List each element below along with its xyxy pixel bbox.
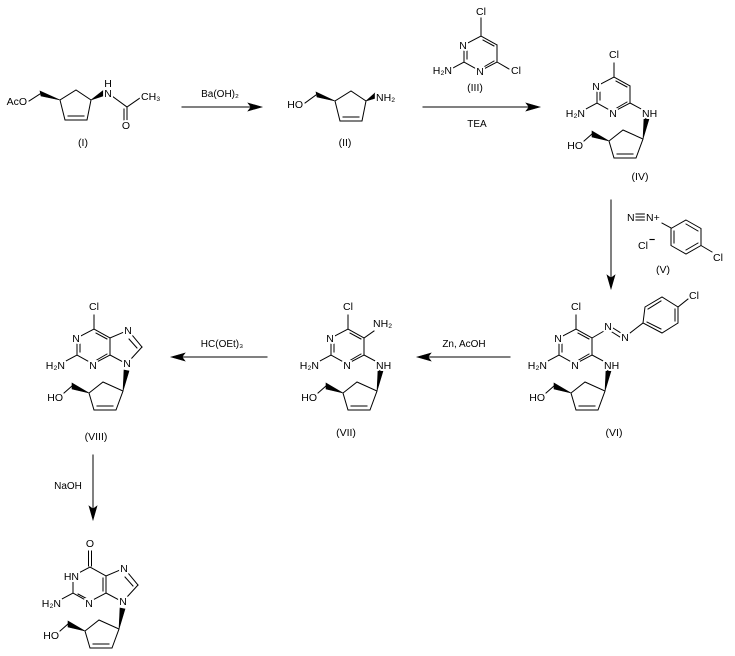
- atom-n9: N: [119, 596, 127, 608]
- double-bonds: [333, 332, 362, 362]
- atom-cl-right: Cl: [511, 65, 521, 77]
- reaction-arrow-3: [606, 199, 616, 291]
- atom-n7: N: [120, 563, 128, 575]
- atom-n9: N: [123, 358, 131, 370]
- compound-VI: Cl N N Cl N N H₂N NH HO: [526, 288, 701, 411]
- reaction-arrow-1: [181, 102, 264, 112]
- hydroxymethyl-cyclopentene: [59, 607, 126, 649]
- atom-hn: HN: [64, 571, 79, 583]
- atom-n3: N: [476, 66, 484, 78]
- compound-V: N N+ Cl Cl −: [625, 210, 725, 266]
- compound-III: Cl Cl N N H₂N: [431, 4, 523, 80]
- atom-n: N: [104, 88, 112, 100]
- atom-nh: NH: [604, 360, 619, 372]
- reagent-tea: TEA: [467, 119, 487, 130]
- atom-h2n: H₂N: [433, 65, 452, 77]
- compound-label-VIII: (VIII): [85, 431, 108, 443]
- hydroxymethyl-cyclopentene: [63, 369, 130, 411]
- atom-nh: NH: [376, 360, 391, 372]
- reagent-zn-acoh: Zn, AcOH: [442, 339, 485, 350]
- compound-label-IV: (IV): [632, 171, 649, 183]
- atom-h2n: H₂N: [566, 108, 585, 120]
- reagent-triethyl-orthoformate: HC(OEt)₃: [201, 339, 243, 350]
- atom-n-plus: N+: [646, 212, 660, 224]
- reaction-arrow-6: [88, 454, 98, 522]
- atom-n3: N: [89, 360, 97, 372]
- atom-cl: Cl: [89, 301, 99, 313]
- atom-h: H: [104, 78, 112, 90]
- compound-label-VII: (VII): [336, 427, 356, 439]
- atom-n1: N: [592, 81, 600, 93]
- atom-cl: Cl: [343, 301, 353, 313]
- atom-ho: HO: [529, 392, 545, 404]
- atom-o: O: [86, 538, 94, 550]
- atom-cl: Cl: [713, 252, 723, 264]
- atom-h2n: H₂N: [46, 360, 65, 372]
- atom-n1: N: [554, 333, 562, 345]
- reaction-arrow-4: [415, 352, 511, 362]
- atom-azo-n1: N: [604, 321, 612, 333]
- compound-label-II: (II): [339, 137, 352, 149]
- compound-II: HO NH₂: [285, 90, 397, 122]
- atom-ho: HO: [43, 630, 59, 642]
- atom-azo-n2: N: [621, 332, 629, 344]
- chloride-anion: Cl: [638, 240, 648, 252]
- compound-product: O HN N H₂N N N HO: [40, 536, 139, 649]
- atom-n: N: [627, 212, 635, 224]
- atom-nh2: NH₂: [373, 318, 392, 330]
- hydroxymethyl-cyclopentene: [317, 369, 384, 411]
- double-bonds: [599, 80, 628, 110]
- negative-charge: −: [649, 234, 655, 246]
- compound-label-V: (V): [656, 264, 670, 276]
- compound-label-VI: (VI): [606, 427, 623, 439]
- atom-n7: N: [124, 325, 132, 337]
- reaction-arrow-5: [169, 352, 268, 362]
- atom-ho: HO: [47, 392, 63, 404]
- atom-n3: N: [343, 360, 351, 372]
- compound-VII: NH₂ Cl N N H₂N NH HO: [298, 299, 394, 411]
- atom-n3: N: [609, 108, 617, 120]
- atom-nh: NH: [642, 108, 657, 120]
- compound-IV: Cl N N H₂N NH HO: [564, 47, 659, 159]
- atom-aco: AcO: [7, 96, 27, 108]
- atom-cl-aryl: Cl: [689, 290, 699, 302]
- atom-h2n: H₂N: [42, 598, 61, 610]
- atom-n3: N: [85, 598, 93, 610]
- atom-ho: HO: [301, 392, 317, 404]
- double-bonds: [79, 332, 108, 362]
- atom-cl: Cl: [609, 49, 619, 61]
- reaction-arrow-2: [422, 102, 542, 112]
- compound-I: AcO H N O CH₃: [5, 76, 163, 134]
- atom-h2n: H₂N: [528, 360, 547, 372]
- hydroxymethyl-cyclopentene: [545, 369, 612, 411]
- double-bonds: [466, 39, 495, 69]
- compound-label-III: (III): [467, 82, 483, 94]
- atom-cl-top: Cl: [476, 6, 486, 18]
- atom-ho: HO: [567, 140, 583, 152]
- double-bonds: [561, 332, 590, 362]
- atom-cl: Cl: [571, 301, 581, 313]
- atom-nh2: NH₂: [376, 92, 395, 104]
- atom-ch3: CH₃: [141, 91, 160, 103]
- atom-h2n: H₂N: [300, 360, 319, 372]
- compound-VIII: Cl N N H₂N N N HO: [44, 299, 143, 411]
- compound-label-I: (I): [78, 137, 88, 149]
- cyclopentene-ring: [59, 89, 92, 121]
- cyclopentene-ring: [334, 90, 367, 122]
- atom-n3: N: [571, 360, 579, 372]
- reagent-ba-oh-2: Ba(OH)₂: [201, 89, 239, 100]
- atom-n1: N: [459, 40, 467, 52]
- reagent-naoh: NaOH: [54, 481, 82, 492]
- hydroxymethyl-cyclopentene: [583, 117, 650, 159]
- atom-o: O: [122, 120, 130, 132]
- atom-ho: HO: [287, 99, 303, 111]
- atom-n1: N: [72, 333, 80, 345]
- atom-n1: N: [326, 333, 334, 345]
